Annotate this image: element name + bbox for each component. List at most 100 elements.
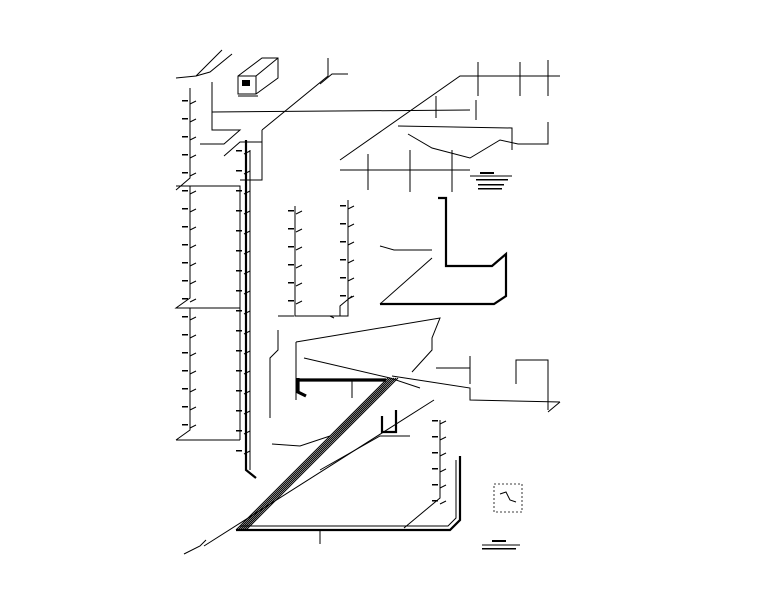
thick-pipe	[380, 410, 398, 434]
fitting-mark	[243, 330, 251, 335]
label-mark	[236, 390, 242, 392]
label-mark	[288, 264, 294, 266]
branch-pipe	[295, 317, 441, 373]
tank-outline	[237, 57, 279, 95]
label-mark	[236, 170, 242, 172]
branch-pipe	[319, 435, 410, 471]
fitting-mark	[243, 370, 251, 375]
label-mark	[182, 226, 188, 228]
fitting-mark	[347, 205, 355, 210]
label-mark	[340, 241, 346, 243]
label-mark	[340, 295, 346, 297]
label-mark	[236, 150, 242, 152]
tank-edges	[238, 57, 279, 94]
fitting-mark	[243, 430, 251, 435]
fitting-mark	[347, 241, 355, 246]
fitting-mark	[189, 406, 197, 411]
label-mark	[236, 350, 242, 352]
diagonal-pipe	[303, 357, 421, 389]
bundle-line	[243, 377, 397, 531]
fitting-mark	[243, 310, 251, 315]
label-mark	[236, 330, 242, 332]
fitting-mark	[439, 420, 447, 425]
label-mark	[182, 370, 188, 372]
bottom-main-pipe-inner	[240, 460, 457, 527]
fitting-mark	[189, 208, 197, 213]
branch-pipe	[269, 330, 279, 418]
branch-pipe	[379, 245, 432, 251]
thick-pipe	[296, 378, 307, 398]
riser-pipe	[515, 359, 549, 410]
fitting-mark	[189, 154, 197, 159]
label-mark	[182, 100, 188, 102]
label-mark	[236, 230, 242, 232]
fitting-mark	[243, 210, 251, 215]
label-mark	[182, 388, 188, 390]
label-mark	[236, 370, 242, 372]
branch-pipe	[547, 401, 561, 413]
label-mark	[288, 246, 294, 248]
branch-pipe	[200, 82, 242, 145]
label-mark	[236, 210, 242, 212]
legend-symbol	[499, 491, 517, 503]
upper-diagonal-pipes	[261, 58, 560, 192]
fitting-mark	[295, 300, 303, 305]
fitting-mark	[347, 277, 355, 282]
fitting-mark	[189, 172, 197, 177]
subtitle-text-mark	[478, 188, 502, 190]
fitting-mark	[243, 390, 251, 395]
horizontal-branch	[391, 375, 561, 403]
fitting-mark	[189, 136, 197, 141]
fitting-mark	[243, 230, 251, 235]
label-mark	[182, 424, 188, 426]
label-mark	[236, 430, 242, 432]
label-mark	[288, 228, 294, 230]
riser-group-left	[174, 49, 471, 479]
label-mark	[182, 244, 188, 246]
branch-pipe	[271, 435, 331, 447]
label-mark	[182, 172, 188, 174]
fitting-mark	[189, 388, 197, 393]
label-mark	[182, 154, 188, 156]
fitting-mark	[347, 259, 355, 264]
fitting-mark	[295, 282, 303, 287]
branch-pipe	[240, 142, 263, 181]
subtitle-text-mark	[476, 179, 508, 181]
label-mark	[236, 250, 242, 252]
label-mark	[236, 310, 242, 312]
label-mark	[236, 270, 242, 272]
fitting-mark	[189, 370, 197, 375]
diagonal-pipe	[203, 399, 435, 547]
riser-pipe	[174, 186, 240, 309]
fitting-mark	[189, 262, 197, 267]
subtitle-text-mark	[478, 184, 504, 186]
title-block-lower	[482, 540, 520, 550]
fitting-mark	[347, 223, 355, 228]
branch-pipe	[319, 73, 348, 85]
fitting-mark	[439, 452, 447, 457]
label-mark	[288, 282, 294, 284]
vertical-drops	[367, 150, 453, 192]
label-mark	[182, 262, 188, 264]
riser-pipe	[403, 420, 441, 529]
diagonal-pipe	[379, 257, 433, 305]
vertical-drops	[435, 96, 477, 120]
branch-pipe	[195, 53, 233, 77]
legend-box	[493, 483, 523, 513]
title-block-upper	[470, 172, 512, 190]
fitting-mark	[189, 118, 197, 123]
tank-equipment	[237, 57, 279, 97]
fitting-mark	[439, 468, 447, 473]
diagonal-main-pipe	[339, 75, 560, 161]
branch-pipe	[436, 356, 471, 384]
label-mark	[236, 450, 242, 452]
fitting-mark	[439, 484, 447, 489]
label-mark	[182, 316, 188, 318]
label-mark	[182, 298, 188, 300]
legend-frame	[493, 483, 523, 513]
label-mark	[182, 280, 188, 282]
subtitle-text-mark	[482, 548, 516, 550]
bundle-line	[235, 377, 389, 531]
bottom-main-pipe	[236, 456, 462, 532]
